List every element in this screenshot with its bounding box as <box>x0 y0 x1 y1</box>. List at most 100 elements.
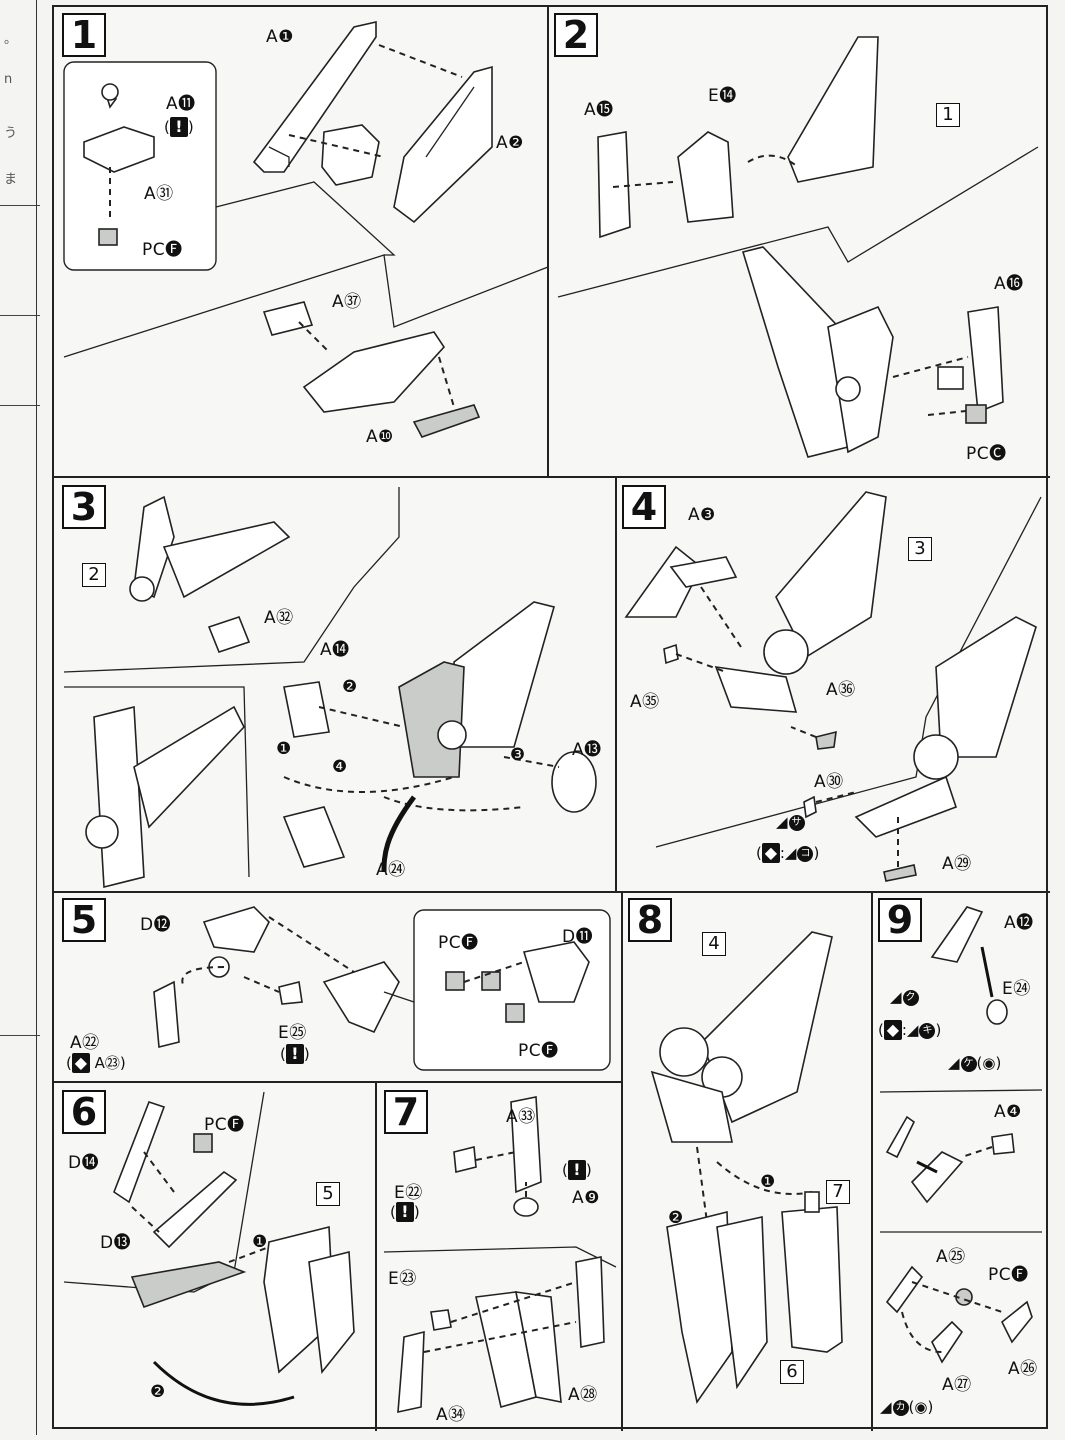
left-margin-strip: 。 n う ま <box>0 0 40 1440</box>
part-label-a26: A㉖ <box>1008 1359 1038 1379</box>
step-number: 2 <box>554 13 598 57</box>
part-label-a15: A⓯ <box>584 100 614 120</box>
part-label-a11: A⓫ <box>166 94 196 114</box>
part-label-e22: E㉒ <box>394 1183 423 1203</box>
caution-note: (!) <box>390 1202 420 1222</box>
step-7-panel: 7 A㉝ (!) A❾ E㉒ (!) E㉓ A㉞ A㉘ <box>376 1082 622 1431</box>
part-label-a33: A㉝ <box>506 1107 536 1127</box>
step-reference-box: 7 <box>826 1180 850 1204</box>
sticker-note-sa: ◢サ <box>776 813 805 831</box>
part-label-d13: D⓭ <box>100 1233 132 1253</box>
part-label-a24: A㉔ <box>376 860 406 880</box>
part-label-a14: A⓮ <box>320 640 350 660</box>
part-label-a3: A❸ <box>688 505 716 525</box>
part-label-d14: D⓮ <box>68 1153 100 1173</box>
sticker-note-ki: (◆:◢キ) <box>878 1020 942 1040</box>
step-9-panel: 9 A⓬ ◢ク E㉔ (◆:◢キ) ◢ケ(◉) A❹ A㉕ PC🅕 A㉖ <box>872 892 1050 1431</box>
step-4-illustration <box>624 491 1042 882</box>
step-4-panel: 4 3 A❸ A㉟ A㊱ A㉚ ◢サ A㉙ (◆: <box>616 477 1050 892</box>
part-label-e24: E㉔ <box>1002 979 1031 999</box>
step-3-panel: 3 2 A㉜ A⓮ A⓭ <box>54 477 616 892</box>
step-9-illustration <box>879 906 1043 1364</box>
step-1-illustration <box>63 20 549 438</box>
step-1-panel: 1 A❶ A❷ <box>54 7 549 477</box>
step-8-panel: 8 4 7 6 ❶ ❷ <box>622 892 872 1431</box>
part-label-a36: A㊱ <box>826 680 856 700</box>
margin-glyph: う <box>4 126 18 141</box>
step-reference-box: 6 <box>780 1360 804 1384</box>
part-label-a35: A㉟ <box>630 692 660 712</box>
step-5-illustration <box>153 906 611 1071</box>
part-label-a9: A❾ <box>572 1188 600 1208</box>
step-number: 4 <box>622 485 666 529</box>
caution-note: (!) <box>164 117 194 137</box>
step-reference-box: 2 <box>82 563 106 587</box>
step-reference-box: 4 <box>702 932 726 956</box>
order-marker: ❶ <box>276 739 292 759</box>
step-number: 9 <box>878 898 922 942</box>
part-label-pcf: PC🅕 <box>142 240 183 260</box>
step-3-illustration <box>63 487 597 889</box>
margin-glyph: n <box>4 72 13 87</box>
step-6-panel: 6 5 PC🅕 D⓮ D⓭ ❶ ❷ <box>54 1082 376 1431</box>
caution-icon: ! <box>285 1044 304 1064</box>
caution-note: (!) <box>280 1044 310 1064</box>
sticker-note-ka: ◢カ(◉) <box>880 1398 934 1416</box>
part-label-a34: A㉞ <box>436 1405 466 1425</box>
part-label-a37: A㊲ <box>332 292 362 312</box>
part-label-a22: A㉒ <box>70 1033 100 1053</box>
order-marker: ❸ <box>510 745 526 765</box>
step-5-panel: 5 D⓬ A㉒ (◆ A㉓) E㉕ (!) PC🅕 D⓫ PC🅕 <box>54 892 622 1082</box>
order-marker: ❶ <box>252 1232 268 1252</box>
step-reference-box: 1 <box>936 103 960 127</box>
alt-part-note: (◆ A㉓) <box>66 1053 126 1073</box>
part-label-a25: A㉕ <box>936 1247 966 1267</box>
part-label-a31: A㉛ <box>144 184 174 204</box>
step-number: 8 <box>628 898 672 942</box>
step-8-illustration <box>650 931 843 1404</box>
mark-icon: ◉ <box>982 1054 996 1072</box>
part-label-pcc: PC🅒 <box>966 444 1007 464</box>
step-reference-box: 5 <box>316 1182 340 1206</box>
margin-glyph: ま <box>4 172 18 187</box>
step-number: 5 <box>62 898 106 942</box>
sticker-note-ku: ◢ク <box>890 988 919 1006</box>
order-marker: ❷ <box>150 1382 166 1402</box>
caution-icon: ! <box>567 1160 586 1180</box>
part-label-d11: D⓫ <box>562 927 594 947</box>
step-number: 3 <box>62 485 106 529</box>
part-label-a16: A⓰ <box>994 274 1024 294</box>
part-label-e14: E⓮ <box>708 86 737 106</box>
part-label-a12: A⓬ <box>1004 913 1034 933</box>
order-marker: ❹ <box>332 757 348 777</box>
part-label-a28: A㉘ <box>568 1385 598 1405</box>
order-marker: ❷ <box>668 1208 684 1228</box>
step-7-illustration <box>383 1096 617 1414</box>
step-number: 6 <box>62 1090 106 1134</box>
part-label-pcf: PC🅕 <box>204 1115 245 1135</box>
step-number: 7 <box>384 1090 428 1134</box>
instruction-sheet: 1 A❶ A❷ <box>52 5 1050 1431</box>
step-reference-box: 3 <box>908 537 932 561</box>
part-label-e23: E㉓ <box>388 1269 417 1289</box>
caution-icon: ! <box>169 117 188 137</box>
order-marker: ❷ <box>342 677 358 697</box>
step-2-panel: 2 1 A⓯ E⓮ A⓰ PC🅒 <box>548 7 1050 477</box>
part-label-pcf: PC🅕 <box>438 933 479 953</box>
caution-note: (!) <box>562 1160 592 1180</box>
sticker-note-ke: ◢ケ(◉) <box>948 1054 1002 1072</box>
caution-icon: ! <box>395 1202 414 1222</box>
part-label-d12: D⓬ <box>140 915 172 935</box>
step-2-illustration <box>557 36 1039 458</box>
part-label-pcf: PC🅕 <box>518 1041 559 1061</box>
part-label-pcf: PC🅕 <box>988 1265 1029 1285</box>
part-label-a1: A❶ <box>266 27 294 47</box>
step-grid-lines <box>54 7 1050 1431</box>
order-marker: ❶ <box>760 1172 776 1192</box>
part-label-a2: A❷ <box>496 133 524 153</box>
part-label-a32: A㉜ <box>264 608 294 628</box>
step-6-illustration <box>63 1091 355 1406</box>
part-label-e25: E㉕ <box>278 1023 307 1043</box>
part-label-a13: A⓭ <box>572 740 602 760</box>
mark-icon: ◉ <box>914 1398 928 1416</box>
